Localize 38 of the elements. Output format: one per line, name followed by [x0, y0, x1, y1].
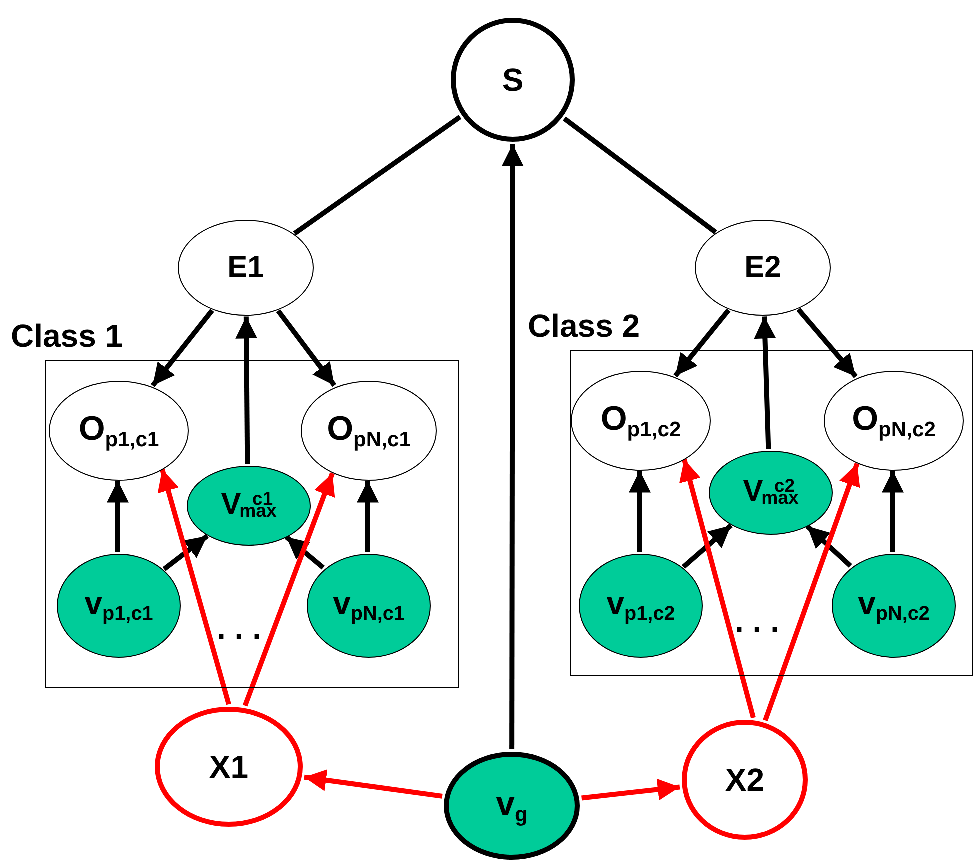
node-label: O$_{p1,c2}$ [600, 402, 682, 440]
node-label: O$_{p1,c1}$ [78, 412, 160, 450]
arrow [284, 535, 326, 570]
arrow [754, 316, 776, 450]
node-label: X1 [209, 751, 249, 783]
node-label: E1 [228, 253, 264, 283]
influence-arrow [763, 462, 860, 722]
node-label: v$_{pN,c1}$ [333, 587, 405, 625]
arrow [806, 524, 852, 568]
arrow [236, 316, 258, 464]
node-label: v$_{p1,c2}$ [606, 587, 676, 625]
influence-arrow [304, 770, 443, 799]
node-label: E2 [744, 253, 782, 283]
node-label: X2 [725, 764, 765, 796]
node-label: v$_{pN,c2}$ [858, 587, 930, 625]
arrow [882, 470, 904, 552]
influence-arrow [582, 778, 680, 801]
class-label: Class 2 [528, 307, 640, 345]
arrow [276, 310, 337, 388]
arrow [629, 470, 651, 552]
node-label: v$_{p1,c1}$ [84, 587, 154, 625]
node-label: S [502, 64, 524, 96]
influence-arrow [158, 468, 232, 706]
arrow [796, 308, 858, 378]
ellipsis: . . . [735, 603, 780, 640]
influence-arrow [679, 458, 756, 719]
node-label: v$_{g}$ [496, 786, 528, 826]
influence-arrow [242, 472, 336, 707]
arrow [162, 534, 210, 572]
node-label: O$_{pN,c1}$ [327, 412, 411, 450]
arrow [502, 144, 524, 750]
arrow [674, 308, 731, 378]
arrow [150, 308, 214, 388]
arrow [357, 480, 379, 552]
arrow [107, 480, 129, 552]
class-label: Class 1 [11, 317, 124, 355]
node-label: O$_{pN,c2}$ [852, 402, 936, 440]
ellipsis: . . . [217, 610, 262, 647]
